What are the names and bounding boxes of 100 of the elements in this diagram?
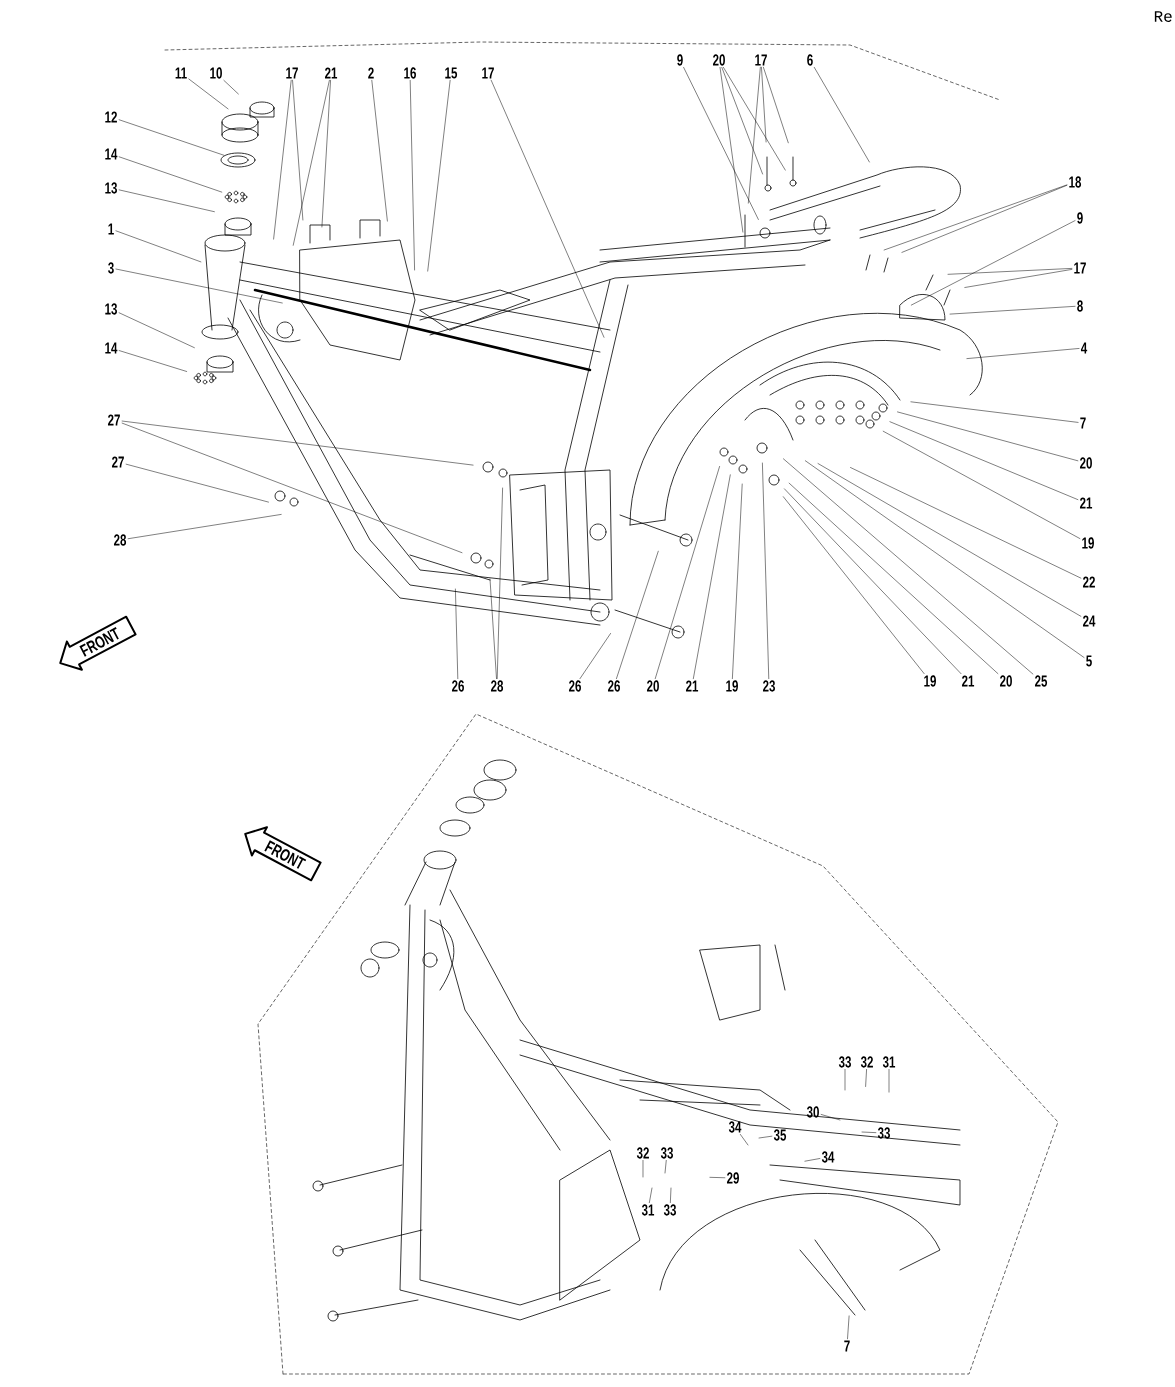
- leader-line: [732, 483, 743, 679]
- callout-number: 10: [210, 67, 222, 79]
- leader-line: [223, 80, 239, 95]
- leader-line: [683, 67, 759, 220]
- leader-line: [721, 67, 763, 175]
- leader-line: [763, 66, 789, 144]
- callout-number: 19: [726, 680, 738, 692]
- leader-line: [709, 1177, 726, 1178]
- leader-line: [616, 550, 659, 679]
- leader-line: [964, 269, 1073, 288]
- callout-number: 8: [1077, 300, 1083, 312]
- leader-line: [740, 1134, 749, 1146]
- leader-line: [850, 467, 1082, 579]
- callout-number: 28: [114, 534, 127, 546]
- callout-number: 21: [686, 680, 699, 692]
- callout-number: 26: [452, 680, 464, 692]
- leader-line: [788, 482, 999, 674]
- leader-line: [723, 67, 786, 171]
- leader-line: [118, 119, 225, 156]
- callout-number: 32: [860, 1056, 873, 1068]
- leader-line: [861, 1131, 877, 1133]
- callout-number: 9: [1077, 212, 1083, 224]
- callout-number: 33: [838, 1056, 851, 1068]
- leader-line: [947, 268, 1073, 275]
- leader-line: [897, 411, 1079, 462]
- callout-number: 20: [647, 680, 659, 692]
- callout-number: 24: [1083, 615, 1096, 627]
- callout-number: 19: [1082, 537, 1094, 549]
- leader-line: [817, 463, 1082, 617]
- leader-line: [966, 348, 1080, 359]
- callout-number: 13: [105, 303, 117, 315]
- callout-number: 23: [763, 680, 775, 692]
- leader-line: [118, 156, 223, 193]
- callout-number: 1: [108, 223, 114, 235]
- callout-number: 26: [608, 680, 620, 692]
- leader-line: [693, 474, 731, 679]
- callout-number: 33: [660, 1147, 673, 1159]
- leader-line: [118, 312, 195, 348]
- callout-number: 16: [404, 67, 416, 79]
- callout-number: 18: [1069, 176, 1082, 188]
- leader-line: [758, 1135, 773, 1139]
- callout-number: 14: [105, 148, 118, 160]
- callout-number: 35: [773, 1129, 787, 1141]
- callout-number: 9: [677, 54, 683, 66]
- callout-number: 22: [1083, 576, 1095, 588]
- leader-line: [489, 578, 497, 679]
- callout-number: 20: [713, 54, 725, 66]
- callout-number: 7: [1080, 417, 1086, 429]
- callout-number: 27: [112, 456, 124, 468]
- callout-number: 30: [806, 1106, 819, 1118]
- leader-line: [642, 1160, 644, 1178]
- leader-line: [125, 463, 269, 503]
- leader-line: [496, 487, 503, 679]
- leader-line: [490, 79, 605, 338]
- callout-number: 33: [663, 1204, 676, 1216]
- callout-number: 21: [325, 67, 338, 79]
- callout-number: 29: [727, 1172, 739, 1184]
- leader-line: [188, 78, 229, 110]
- callout-number: 25: [1035, 675, 1048, 687]
- callout-number: 4: [1080, 342, 1088, 354]
- callout-number: 26: [569, 680, 581, 692]
- callout-number: 3: [108, 262, 114, 274]
- callout-number: 13: [105, 182, 117, 194]
- leader-line: [649, 1187, 653, 1203]
- callout-number: 28: [491, 680, 504, 692]
- leader-line: [762, 462, 770, 679]
- callout-number: 2: [368, 67, 374, 79]
- leader-line: [847, 1315, 850, 1340]
- leader-line: [455, 588, 459, 679]
- callout-number: 17: [755, 54, 767, 66]
- leader-line: [844, 1069, 846, 1091]
- callout-number: 21: [1080, 497, 1093, 509]
- callout-number: 19: [924, 675, 936, 687]
- leader-line: [118, 350, 187, 372]
- callout-number: 11: [175, 67, 187, 79]
- callout-number: 15: [445, 67, 458, 79]
- leader-line: [427, 80, 451, 272]
- callout-number: 20: [1080, 457, 1092, 469]
- callout-number: 32: [636, 1147, 649, 1159]
- leader-line: [664, 1160, 667, 1174]
- leader-line: [118, 189, 215, 212]
- leader-line: [820, 1114, 841, 1121]
- callout-number: 7: [844, 1340, 850, 1352]
- leader-line: [321, 80, 331, 228]
- callout-number: 12: [105, 111, 117, 123]
- leader-line: [889, 421, 1079, 500]
- leader-line: [127, 514, 282, 539]
- leader-line: [115, 268, 283, 304]
- callout-number: 27: [108, 414, 120, 426]
- leader-line: [121, 422, 463, 553]
- leader-line: [949, 306, 1076, 315]
- leader-line: [910, 401, 1079, 423]
- leader-line: [805, 460, 1085, 658]
- leader-line: [865, 1069, 867, 1087]
- leader-line: [719, 67, 744, 233]
- leader-line: [115, 230, 202, 263]
- leader-line: [911, 220, 1076, 306]
- callout-number: 34: [821, 1151, 835, 1163]
- callout-number: 20: [1000, 675, 1012, 687]
- callout-number: 31: [882, 1056, 896, 1068]
